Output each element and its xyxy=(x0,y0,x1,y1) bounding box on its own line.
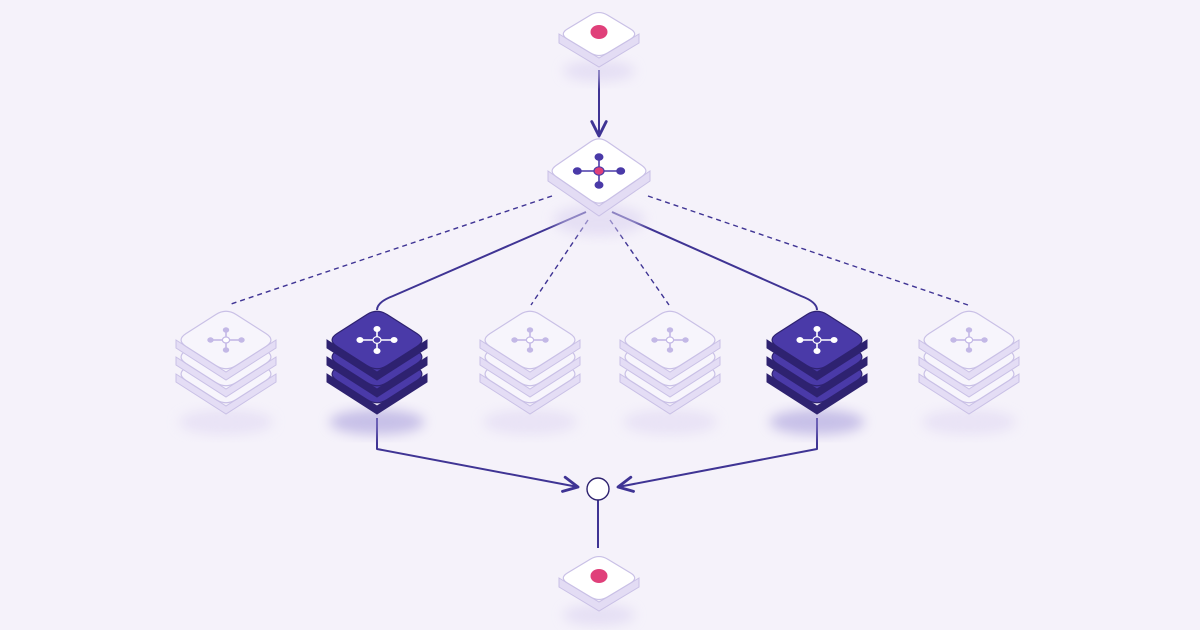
hub-icon xyxy=(207,327,245,353)
tile-shadow xyxy=(553,204,645,236)
hub-icon xyxy=(950,327,988,353)
stack-layer-side xyxy=(918,356,1020,398)
tile-side xyxy=(558,33,640,68)
worker-2-node xyxy=(326,310,428,435)
stack-layer-side xyxy=(619,356,721,398)
hub-icon xyxy=(511,327,549,353)
stack-layer-side xyxy=(619,339,721,381)
merge-circle-icon xyxy=(586,477,610,501)
hub-icon xyxy=(572,153,626,189)
worker-6-node xyxy=(918,310,1020,435)
stack-layer-side xyxy=(918,373,1020,415)
edge-router-worker-3 xyxy=(530,219,589,306)
stack-shadow xyxy=(921,409,1017,435)
stack-layer-side xyxy=(326,339,428,381)
stack-layer-side xyxy=(479,339,581,381)
stack-layer-side xyxy=(326,356,428,398)
stack-layer-side xyxy=(766,339,868,381)
stack-shadow xyxy=(178,409,274,435)
source-node xyxy=(558,11,640,82)
worker-4-node xyxy=(619,310,721,435)
dot-icon xyxy=(590,569,608,583)
stack-layer-side xyxy=(766,373,868,415)
stack-layer-side xyxy=(766,356,868,398)
stack-layer-side xyxy=(619,373,721,415)
hub-icon xyxy=(796,326,838,354)
stack-shadow xyxy=(769,409,865,435)
worker-1-node xyxy=(175,310,277,435)
stack-layer-side xyxy=(479,356,581,398)
tile-shadow xyxy=(563,604,635,626)
stack-shadow xyxy=(622,409,718,435)
hub-icon xyxy=(651,327,689,353)
tile-side xyxy=(558,577,640,612)
stack-layer-side xyxy=(175,373,277,415)
stack-layer-side xyxy=(918,339,1020,381)
stack-layer-side xyxy=(175,339,277,381)
edge-router-worker-2 xyxy=(376,211,587,311)
dot-icon xyxy=(590,25,608,39)
router-node xyxy=(547,138,651,236)
worker-5-node xyxy=(766,310,868,435)
edge-router-worker-5 xyxy=(611,211,818,311)
stack-layer-side xyxy=(175,356,277,398)
sink-node xyxy=(558,555,640,626)
edge-router-worker-6 xyxy=(647,195,969,306)
nodes-layer xyxy=(175,11,1020,626)
stack-layer-side xyxy=(326,373,428,415)
tile-shadow xyxy=(563,60,635,82)
hub-icon xyxy=(356,326,398,354)
edge-router-worker-1 xyxy=(227,195,553,306)
worker-3-node xyxy=(479,310,581,435)
stack-layer-side xyxy=(479,373,581,415)
tile-side xyxy=(547,170,651,217)
stack-shadow xyxy=(329,409,425,435)
stack-shadow xyxy=(482,409,578,435)
